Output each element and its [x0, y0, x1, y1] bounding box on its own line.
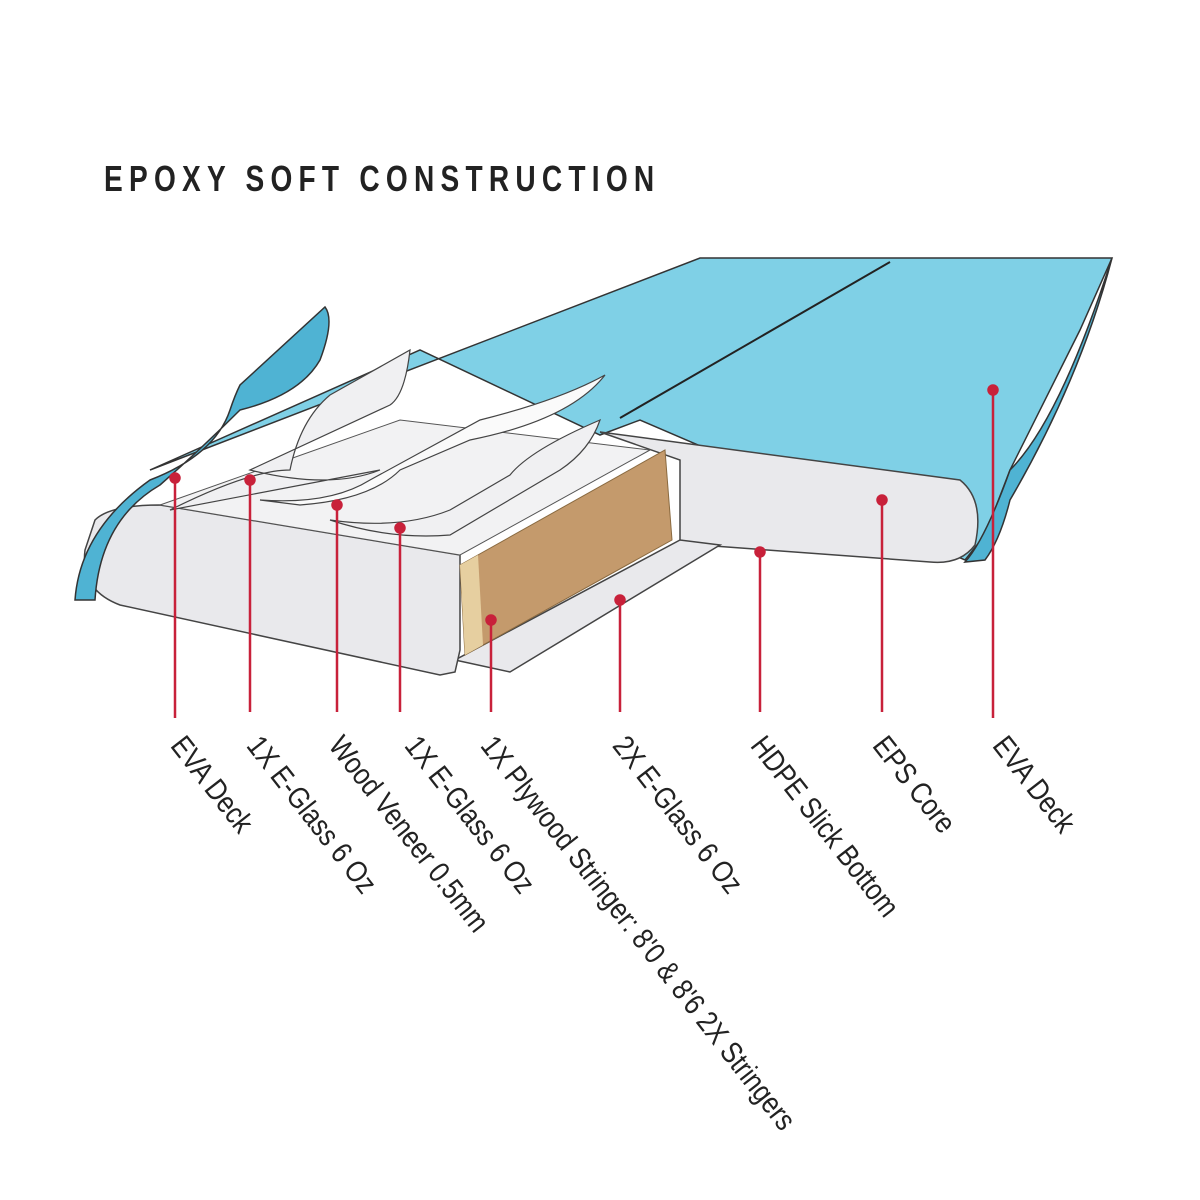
- wood-veneer-sheet: [259, 374, 606, 506]
- deck-wrap-right: [963, 257, 1113, 563]
- diagram-title: EPOXY SOFT CONSTRUCTION: [104, 158, 661, 199]
- e-glass-sheet-2: [329, 418, 601, 537]
- e-glass-sheet-1: [169, 348, 411, 511]
- core-top-face: [158, 419, 652, 556]
- stringer-line: [619, 261, 891, 419]
- eps-core-right: [599, 431, 979, 564]
- stringer-plies: [460, 555, 483, 655]
- deck-flap-left: [74, 305, 330, 601]
